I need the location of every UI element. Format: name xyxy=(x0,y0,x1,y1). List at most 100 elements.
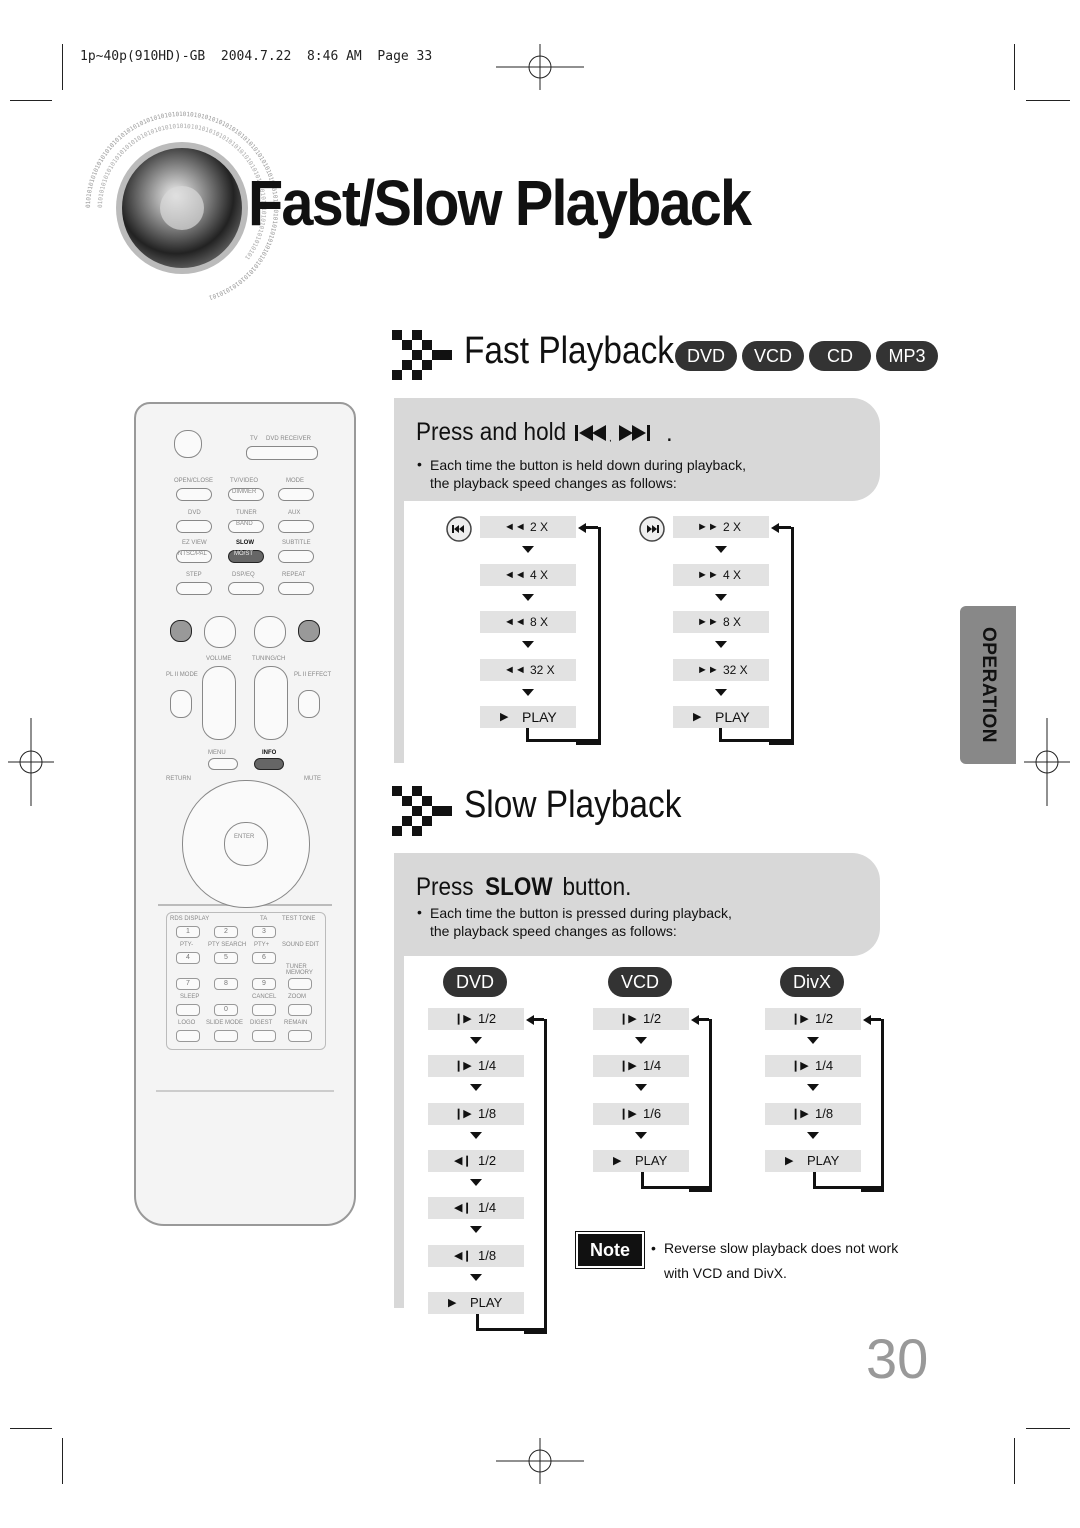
skip-forward-button[interactable] xyxy=(298,620,320,642)
crop-mark xyxy=(10,100,52,101)
remote-label: TV/VIDEO xyxy=(230,478,259,484)
down-arrow xyxy=(470,1131,482,1139)
slow-badge-divx: DivX xyxy=(780,967,844,997)
enter-button[interactable] xyxy=(224,822,268,866)
loop-top xyxy=(584,526,598,529)
loop-top xyxy=(869,1018,881,1021)
number-button[interactable]: 3 xyxy=(252,926,276,938)
menu-button[interactable] xyxy=(208,758,238,770)
forward-slow-icon: ❙▶ xyxy=(791,1060,809,1073)
mode-button[interactable] xyxy=(278,488,314,501)
rewind-symbol-icon: ◄◄ xyxy=(504,616,526,628)
slow-value: 1/6 xyxy=(643,1105,662,1121)
loop-arrowhead xyxy=(578,523,586,533)
speed-value: 4 X xyxy=(530,567,549,582)
slow-badge-vcd: VCD xyxy=(608,967,672,997)
number-button[interactable]: 2 xyxy=(214,926,238,938)
digest-button[interactable] xyxy=(252,1030,276,1042)
remote-label: CANCEL xyxy=(252,994,277,1000)
forward-slow-icon: ❙▶ xyxy=(454,1060,472,1073)
slow-step: ❙▶1/6 xyxy=(593,1102,689,1125)
speed-value: 32 X xyxy=(723,662,748,677)
slow-desc-line2: the playback speed changes as follows: xyxy=(430,923,677,939)
remote-label: TUNING/CH xyxy=(252,656,286,662)
slow-value: 1/8 xyxy=(478,1247,497,1263)
speed-step: ►►8 X xyxy=(673,611,769,633)
tuning-rocker[interactable] xyxy=(254,666,288,740)
dsp-eq-button[interactable] xyxy=(228,582,264,595)
source-selector[interactable] xyxy=(246,446,318,460)
fast-panel-stem xyxy=(394,501,404,763)
play-step: ▶PLAY xyxy=(673,706,769,728)
down-arrow xyxy=(470,1037,482,1044)
forward-symbol-icon: ►► xyxy=(697,568,719,581)
ez-view-button[interactable] xyxy=(176,550,212,563)
number-button[interactable]: 7 xyxy=(176,978,200,990)
down-arrow xyxy=(522,546,534,553)
reverse-slow-icon: ◀❙ xyxy=(454,1154,472,1167)
play-pause-button[interactable] xyxy=(254,616,286,648)
repeat-button[interactable] xyxy=(278,582,314,595)
aux-button[interactable] xyxy=(278,520,314,533)
remote-label: TA xyxy=(260,916,268,922)
logo-button[interactable] xyxy=(176,1030,200,1042)
remain-button[interactable] xyxy=(288,1030,312,1042)
zoom-button[interactable] xyxy=(288,1004,312,1016)
forward-slow-icon: ❙▶ xyxy=(454,1107,472,1120)
svg-text:,: , xyxy=(609,433,612,442)
tuner-button[interactable] xyxy=(228,520,264,533)
direction-pad[interactable] xyxy=(182,780,310,908)
fast-instruction-end: . xyxy=(666,420,673,447)
skip-back-button[interactable] xyxy=(170,620,192,642)
number-button[interactable]: 8 xyxy=(214,978,238,990)
note-badge: Note xyxy=(575,1231,645,1269)
info-button[interactable] xyxy=(254,758,284,770)
slide-mode-button[interactable] xyxy=(214,1030,238,1042)
subtitle-button[interactable] xyxy=(278,550,314,563)
number-button[interactable]: 6 xyxy=(252,952,276,964)
slow-instruction: Press SLOW button. xyxy=(416,873,631,902)
step-button[interactable] xyxy=(176,582,212,595)
stop-button[interactable] xyxy=(204,616,236,648)
slow-value: PLAY xyxy=(807,1152,840,1168)
power-button[interactable] xyxy=(174,430,202,458)
remote-label: MO/ST xyxy=(234,551,253,557)
reverse-slow-icon: ◀❙ xyxy=(454,1249,472,1262)
dvd-button[interactable] xyxy=(176,520,212,533)
memory-button[interactable] xyxy=(288,978,312,990)
pl2-mode-button[interactable] xyxy=(170,690,192,718)
slow-badge-dvd: DVD xyxy=(443,967,507,997)
slow-step: ❙▶1/8 xyxy=(765,1102,861,1125)
slow-value: 1/8 xyxy=(478,1105,497,1121)
crop-mark xyxy=(10,1428,52,1429)
cancel-button[interactable] xyxy=(252,1004,276,1016)
speaker-graphic: 0101010101010101010101010101010101010101… xyxy=(85,111,279,301)
slow-button[interactable] xyxy=(228,550,264,563)
remote-label: TUNER MEMORY xyxy=(286,964,313,976)
loop-arrowhead xyxy=(691,1015,699,1025)
rewind-symbol-icon: ◄◄ xyxy=(504,663,526,676)
page-number: 30 xyxy=(866,1327,929,1390)
remote-label: SLIDE MODE xyxy=(206,1020,244,1026)
pl2-effect-button[interactable] xyxy=(298,690,320,718)
sleep-button[interactable] xyxy=(176,1004,200,1016)
number-button[interactable]: 0 xyxy=(214,1004,238,1016)
forward-slow-icon: ❙▶ xyxy=(791,1013,809,1025)
number-button[interactable]: 4 xyxy=(176,952,200,964)
number-button[interactable]: 9 xyxy=(252,978,276,990)
speed-step: ►► 4 X xyxy=(673,563,769,586)
remote-label: AUX xyxy=(288,510,301,516)
play-icon: ▶ xyxy=(693,711,702,723)
number-button[interactable]: 1 xyxy=(176,926,200,938)
open-close-button[interactable] xyxy=(176,488,212,501)
remote-label-slow: SLOW xyxy=(236,540,254,546)
down-arrow xyxy=(715,546,727,553)
badge-cd: CD xyxy=(809,341,871,371)
registration-mark-right xyxy=(1024,718,1070,806)
speed-value: 4 X xyxy=(723,567,742,582)
forward-slow-icon: ❙▶ xyxy=(791,1107,809,1120)
number-button[interactable]: 5 xyxy=(214,952,238,964)
dimmer-button[interactable] xyxy=(228,488,264,501)
volume-rocker[interactable] xyxy=(202,666,236,740)
down-arrow xyxy=(522,688,534,696)
